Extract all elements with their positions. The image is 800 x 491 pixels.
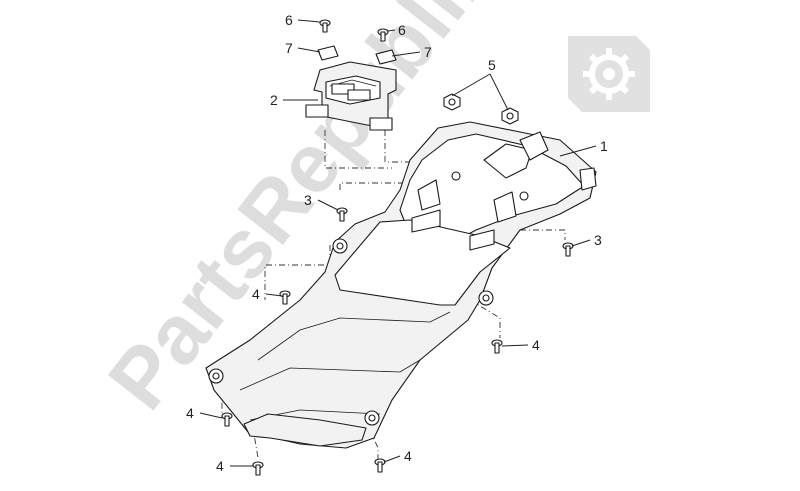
leader-lines bbox=[199, 19, 597, 467]
callout-4-c: 4 bbox=[186, 405, 194, 421]
callout-5: 5 bbox=[488, 57, 496, 73]
part-screws-top bbox=[319, 19, 389, 42]
callout-1: 1 bbox=[600, 138, 608, 154]
callout-6-right: 6 bbox=[398, 22, 406, 38]
callout-labels: 6 6 7 7 2 5 1 3 3 4 4 4 4 4 bbox=[186, 12, 608, 474]
callout-4-d: 4 bbox=[216, 458, 224, 474]
mount-grommets bbox=[208, 171, 529, 426]
callout-7-left: 7 bbox=[285, 40, 293, 56]
callout-6-left: 6 bbox=[285, 12, 293, 28]
callout-2: 2 bbox=[270, 92, 278, 108]
part-undertray bbox=[205, 121, 597, 449]
part-nuts bbox=[443, 93, 519, 125]
part-screws-3 bbox=[336, 207, 574, 257]
callout-3-left: 3 bbox=[304, 192, 312, 208]
part-bracket bbox=[305, 61, 397, 131]
callout-4-a: 4 bbox=[252, 286, 260, 302]
callout-3-right: 3 bbox=[594, 232, 602, 248]
callout-4-e: 4 bbox=[404, 448, 412, 464]
part-clips bbox=[317, 45, 397, 65]
gear-icon bbox=[568, 36, 650, 112]
callout-4-b: 4 bbox=[532, 337, 540, 353]
callout-7-right: 7 bbox=[424, 44, 432, 60]
